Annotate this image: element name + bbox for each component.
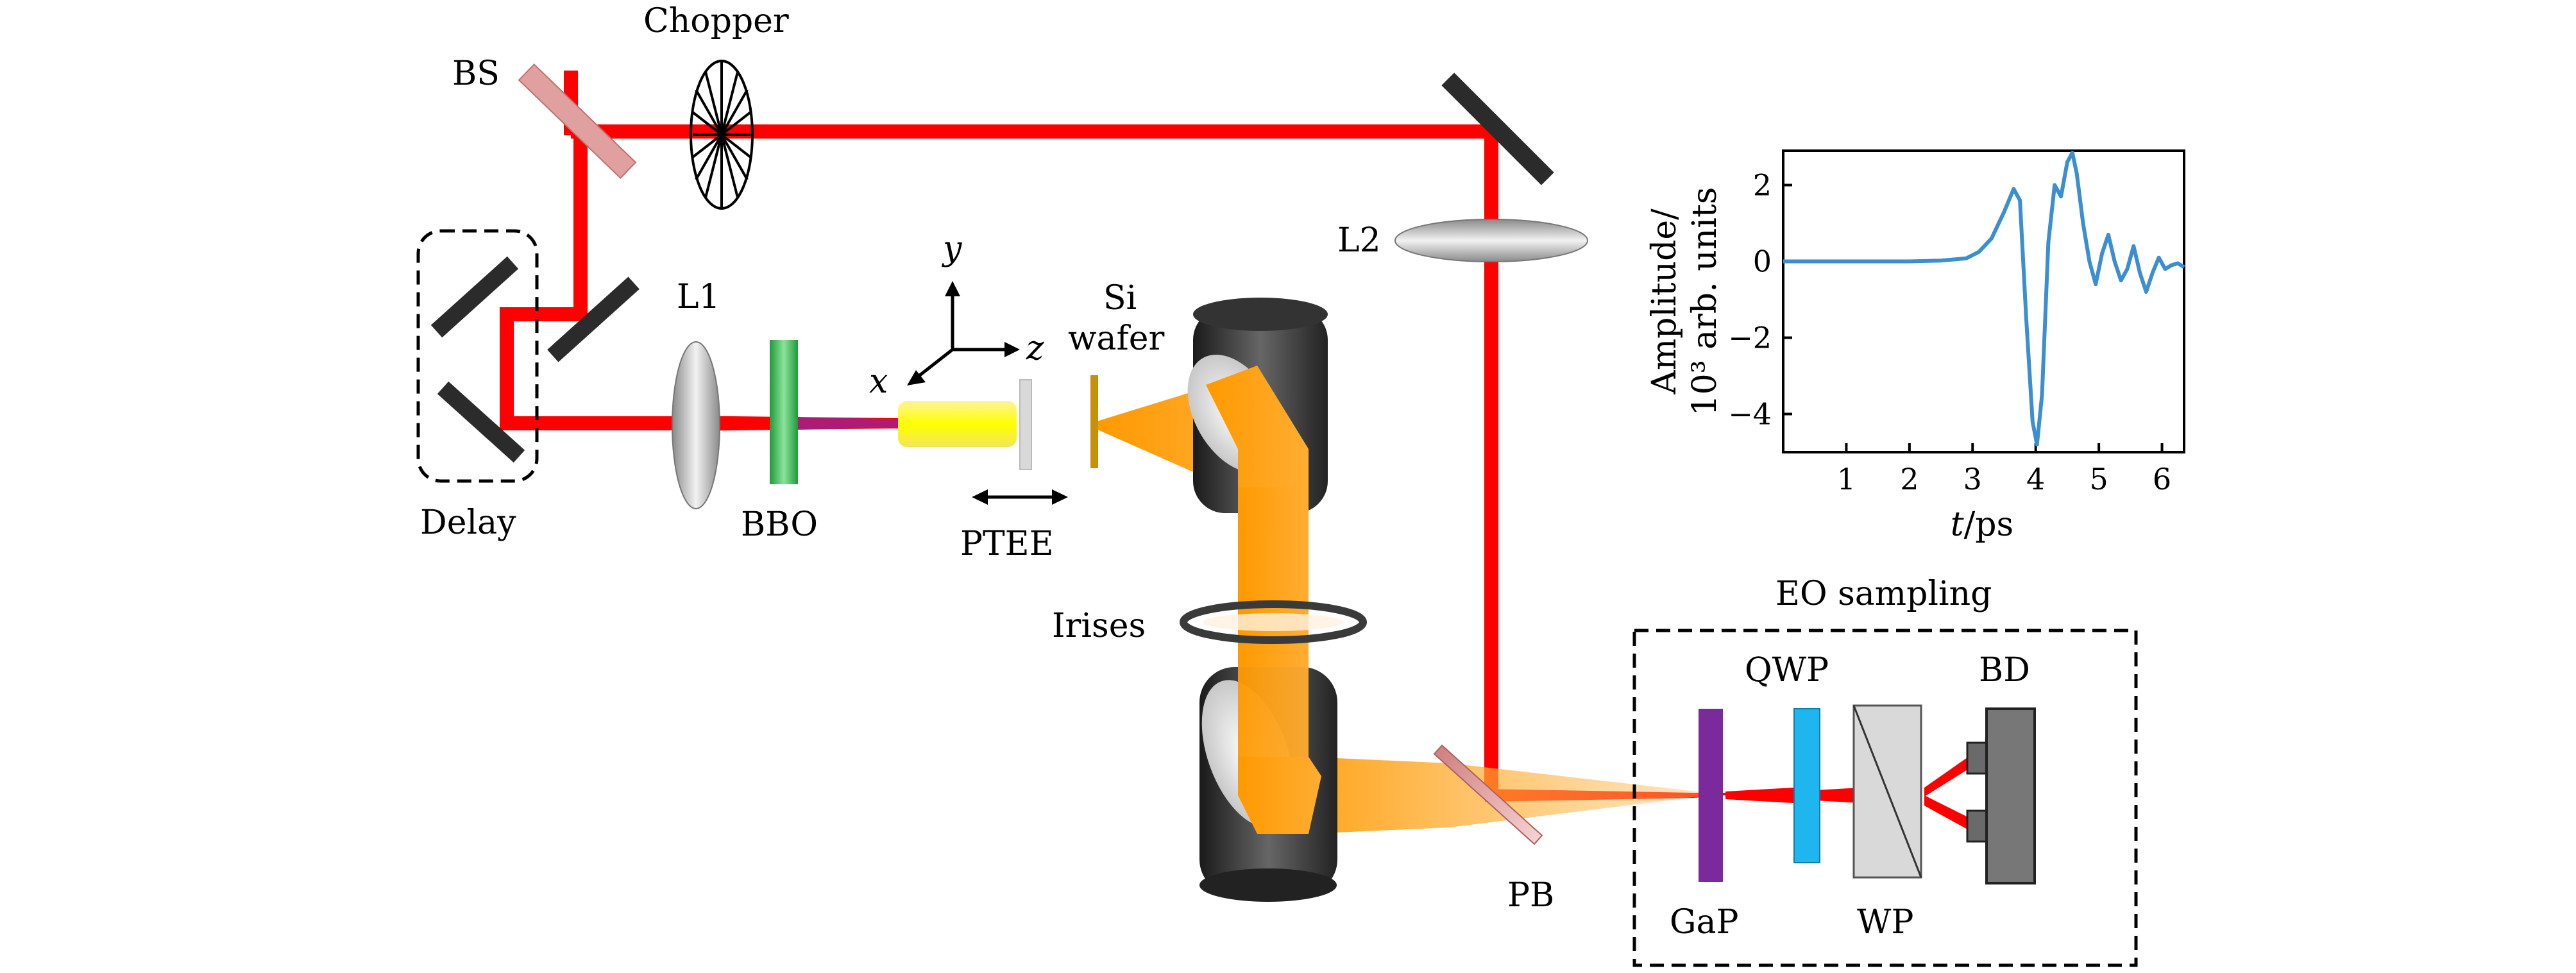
top-mirror xyxy=(1441,72,1554,185)
label-bs: BS xyxy=(452,55,500,93)
probe-into-wp xyxy=(1815,788,1860,803)
y-axis-title-line2: 10³ arb. units xyxy=(1686,187,1724,416)
pump-beam-two-color xyxy=(795,417,911,430)
beam-splitter-bs xyxy=(518,63,637,180)
x-tick-label: 6 xyxy=(2153,462,2171,496)
x-axis-title: t/ps xyxy=(1951,505,2013,544)
x-tick-label: 2 xyxy=(1900,462,1919,496)
y-ticks: 2 0 −2 −4 xyxy=(1728,168,1792,432)
x-axis-title-rest: /ps xyxy=(1964,505,2014,544)
y-tick-label: −2 xyxy=(1728,321,1772,355)
label-ptee: PTEE xyxy=(960,525,1054,563)
label-axis-x: x xyxy=(869,362,888,401)
plasma-filament xyxy=(898,401,1017,447)
probe-to-bd-upper xyxy=(1924,752,1976,797)
x-tick-label: 3 xyxy=(1963,462,1982,496)
plot-frame xyxy=(1782,149,2185,453)
pellicle-pb xyxy=(1433,744,1543,845)
inset-waveform-chart: 1 2 3 4 5 6 2 0 −2 −4 t/ps Amplitude/ 10³ arb. u… xyxy=(1645,149,2185,544)
ptee-plate xyxy=(1019,379,1032,470)
irises-icon xyxy=(1180,600,1367,644)
delay-box xyxy=(416,229,539,483)
thz-on-upper-mirror xyxy=(1206,366,1309,526)
qwp-plate xyxy=(1793,708,1820,863)
label-chopper: Chopper xyxy=(643,2,789,40)
wollaston-prism-wp xyxy=(1852,704,1922,879)
probe-to-bd-lower xyxy=(1924,795,1976,834)
label-eo-sampling: EO sampling xyxy=(1775,575,1992,613)
balanced-detector-bd xyxy=(1966,707,2036,884)
label-si: Si xyxy=(1103,279,1137,317)
fold-mirror xyxy=(547,276,640,362)
chopper-icon xyxy=(690,60,754,210)
x-axis-title-italic: t xyxy=(1951,505,1964,544)
y-tick-label: 0 xyxy=(1753,244,1772,279)
label-l2: L2 xyxy=(1337,221,1381,260)
si-wafer xyxy=(1090,375,1098,468)
label-bd: BD xyxy=(1979,651,2030,690)
y-tick-label: −4 xyxy=(1728,397,1772,432)
label-l1: L1 xyxy=(677,278,720,316)
label-wafer: wafer xyxy=(1068,319,1165,358)
label-axis-z: z xyxy=(1026,329,1044,368)
label-pb: PB xyxy=(1507,876,1554,915)
y-tick-label: 2 xyxy=(1753,168,1772,203)
thz-on-lower-mirror xyxy=(1238,757,1321,834)
label-irises: Irises xyxy=(1052,607,1146,645)
probe-after-gap xyxy=(1725,786,1815,804)
coordinate-axes-icon xyxy=(907,281,1020,385)
waveform-line xyxy=(1783,151,2185,447)
x-tick-label: 4 xyxy=(2026,462,2045,496)
x-tick-label: 5 xyxy=(2089,462,2108,496)
label-qwp: QWP xyxy=(1745,651,1829,690)
x-tick-label: 1 xyxy=(1837,462,1856,496)
label-axis-y: y xyxy=(942,230,962,268)
gap-crystal xyxy=(1699,709,1723,882)
label-bbo: BBO xyxy=(741,505,818,544)
bbo-crystal xyxy=(770,340,798,484)
label-delay: Delay xyxy=(420,503,516,542)
ptee-arrow-icon xyxy=(972,489,1068,505)
lens-l1 xyxy=(672,341,720,509)
eo-sampling-box xyxy=(1632,629,2138,967)
y-axis-title-line1: Amplitude/ xyxy=(1645,208,1684,395)
delay-mirror-lower xyxy=(437,381,525,463)
beam-pump-delay xyxy=(500,135,680,430)
label-gap: GaP xyxy=(1670,903,1739,942)
lens-l2 xyxy=(1394,219,1588,262)
delay-mirror-upper xyxy=(430,256,519,338)
x-ticks: 1 2 3 4 5 6 xyxy=(1837,443,2171,496)
label-wp: WP xyxy=(1857,903,1913,942)
